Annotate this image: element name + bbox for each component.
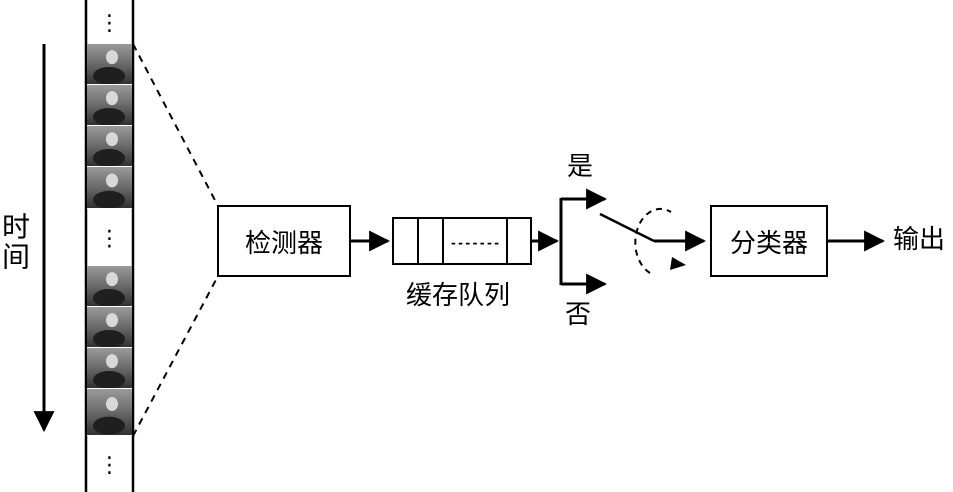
film-ellipsis: ⋮ — [99, 11, 121, 36]
film-frame-image — [87, 266, 132, 307]
film-frames: ⋮ ⋮ ⋮ — [87, 11, 132, 478]
zoom-line-bottom — [132, 275, 219, 437]
film-frame-image — [87, 167, 132, 209]
switch-rotation-arrowhead — [670, 257, 686, 270]
film-frame-image — [87, 44, 132, 85]
switch-rotation-dashed-arc — [634, 207, 672, 274]
film-frame-image — [87, 348, 132, 389]
film-frame-image — [87, 126, 132, 167]
time-axis-label: 时间 — [0, 212, 31, 272]
classifier-label: 分类器 — [729, 228, 808, 259]
switch-blade — [599, 212, 655, 243]
film-frame-image — [87, 85, 132, 126]
branch-no-label: 否 — [565, 300, 592, 330]
zoom-line-top — [132, 43, 219, 207]
film-ellipsis: ⋮ — [99, 227, 121, 252]
queue-label: 缓存队列 — [406, 281, 511, 311]
film-frame-image — [87, 307, 132, 348]
branch-yes-label: 是 — [567, 152, 594, 182]
output-label: 输出 — [893, 225, 946, 255]
detector-label: 检测器 — [244, 228, 323, 259]
queue-dots: ------- — [450, 236, 501, 250]
film-frame-image — [87, 389, 132, 436]
film-ellipsis: ⋮ — [99, 453, 121, 478]
